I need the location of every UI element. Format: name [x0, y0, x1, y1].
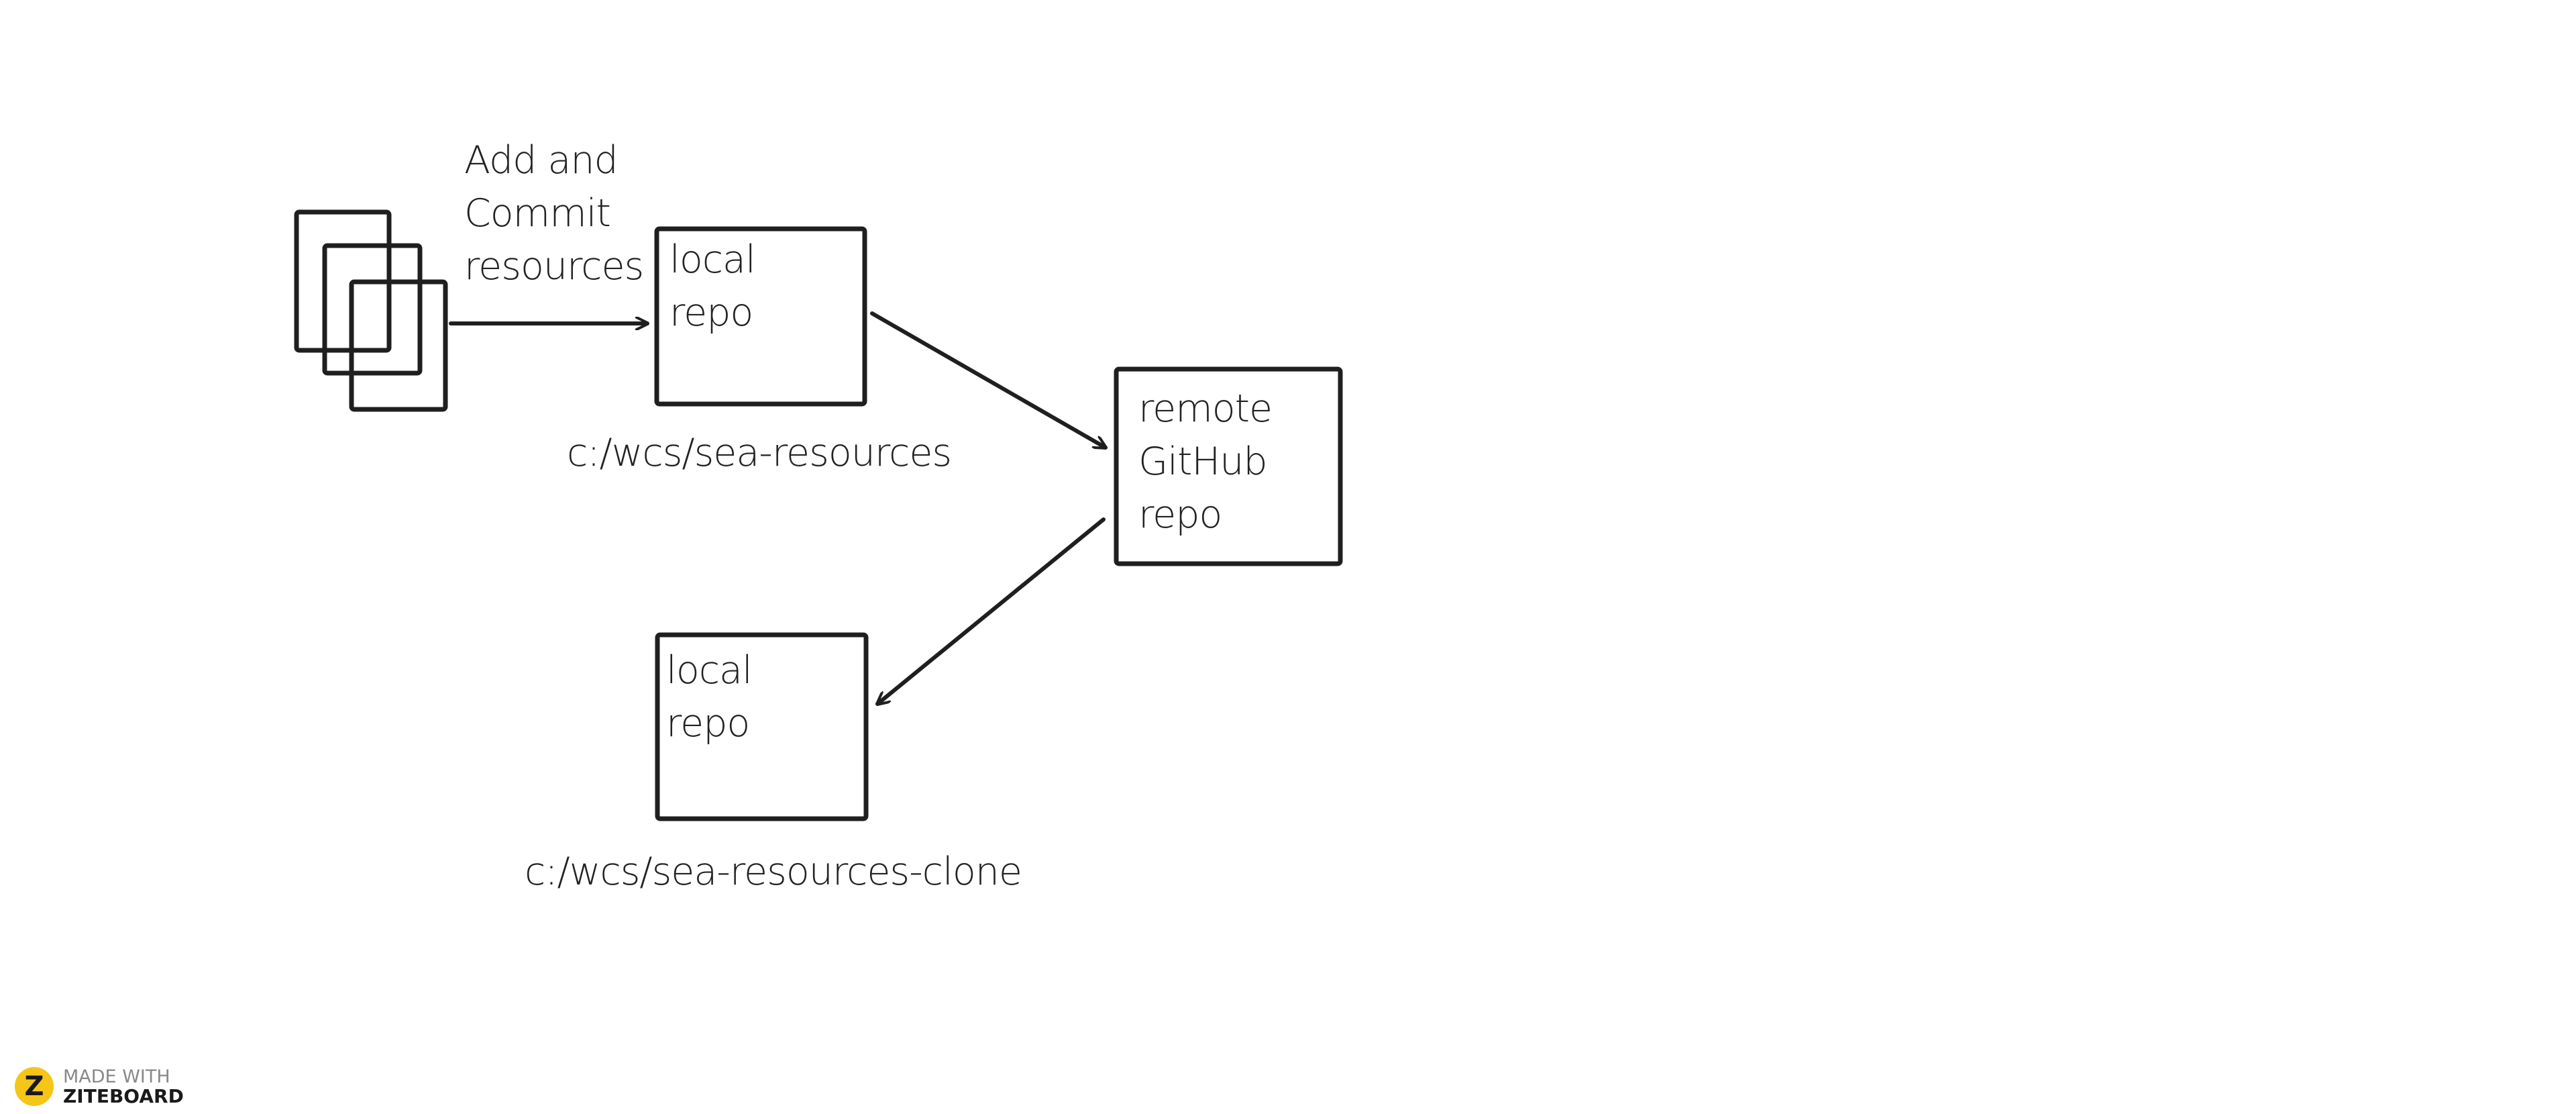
commit-label: Add and Commit resources [464, 134, 644, 293]
resource-document-middle [322, 243, 423, 376]
commit-label-line: resources [464, 244, 644, 289]
local-repo-2-label: local repo [666, 644, 753, 750]
watermark-brand: ZITEBOARD [63, 1085, 184, 1107]
remote-repo-label: remote GitHub repo [1138, 383, 1273, 542]
commit-label-line: Commit [464, 191, 611, 236]
local-repo-box-1 [654, 226, 867, 407]
remote-repo-label-line: repo [1138, 493, 1222, 537]
remote-repo-label-line: remote [1138, 387, 1273, 431]
remote-repo-box [1114, 366, 1343, 566]
local-repo-2-path: c:/wcs/sea-resources-clone [525, 850, 1022, 894]
local-repo-box-2 [655, 632, 869, 821]
local-repo-2-label-line: local [666, 648, 753, 693]
local-repo-1-path: c:/wcs/sea-resources [567, 431, 952, 475]
watermark-made-with: MADE WITH [63, 1066, 170, 1087]
commit-label-line: Add and [464, 138, 619, 183]
resources-stack-icon [294, 209, 448, 412]
clone-arrow [877, 517, 1106, 704]
local-repo-1-label: local repo [669, 234, 756, 340]
resource-document-front [349, 279, 448, 412]
local-repo-1-label-line: local [669, 238, 756, 282]
local-repo-2-label-line: repo [666, 701, 750, 746]
push-arrow [870, 311, 1106, 450]
local-repo-1-label-line: repo [669, 291, 753, 335]
ziteboard-logo-icon: Z [15, 1067, 54, 1106]
remote-repo-label-line: GitHub [1138, 440, 1268, 484]
